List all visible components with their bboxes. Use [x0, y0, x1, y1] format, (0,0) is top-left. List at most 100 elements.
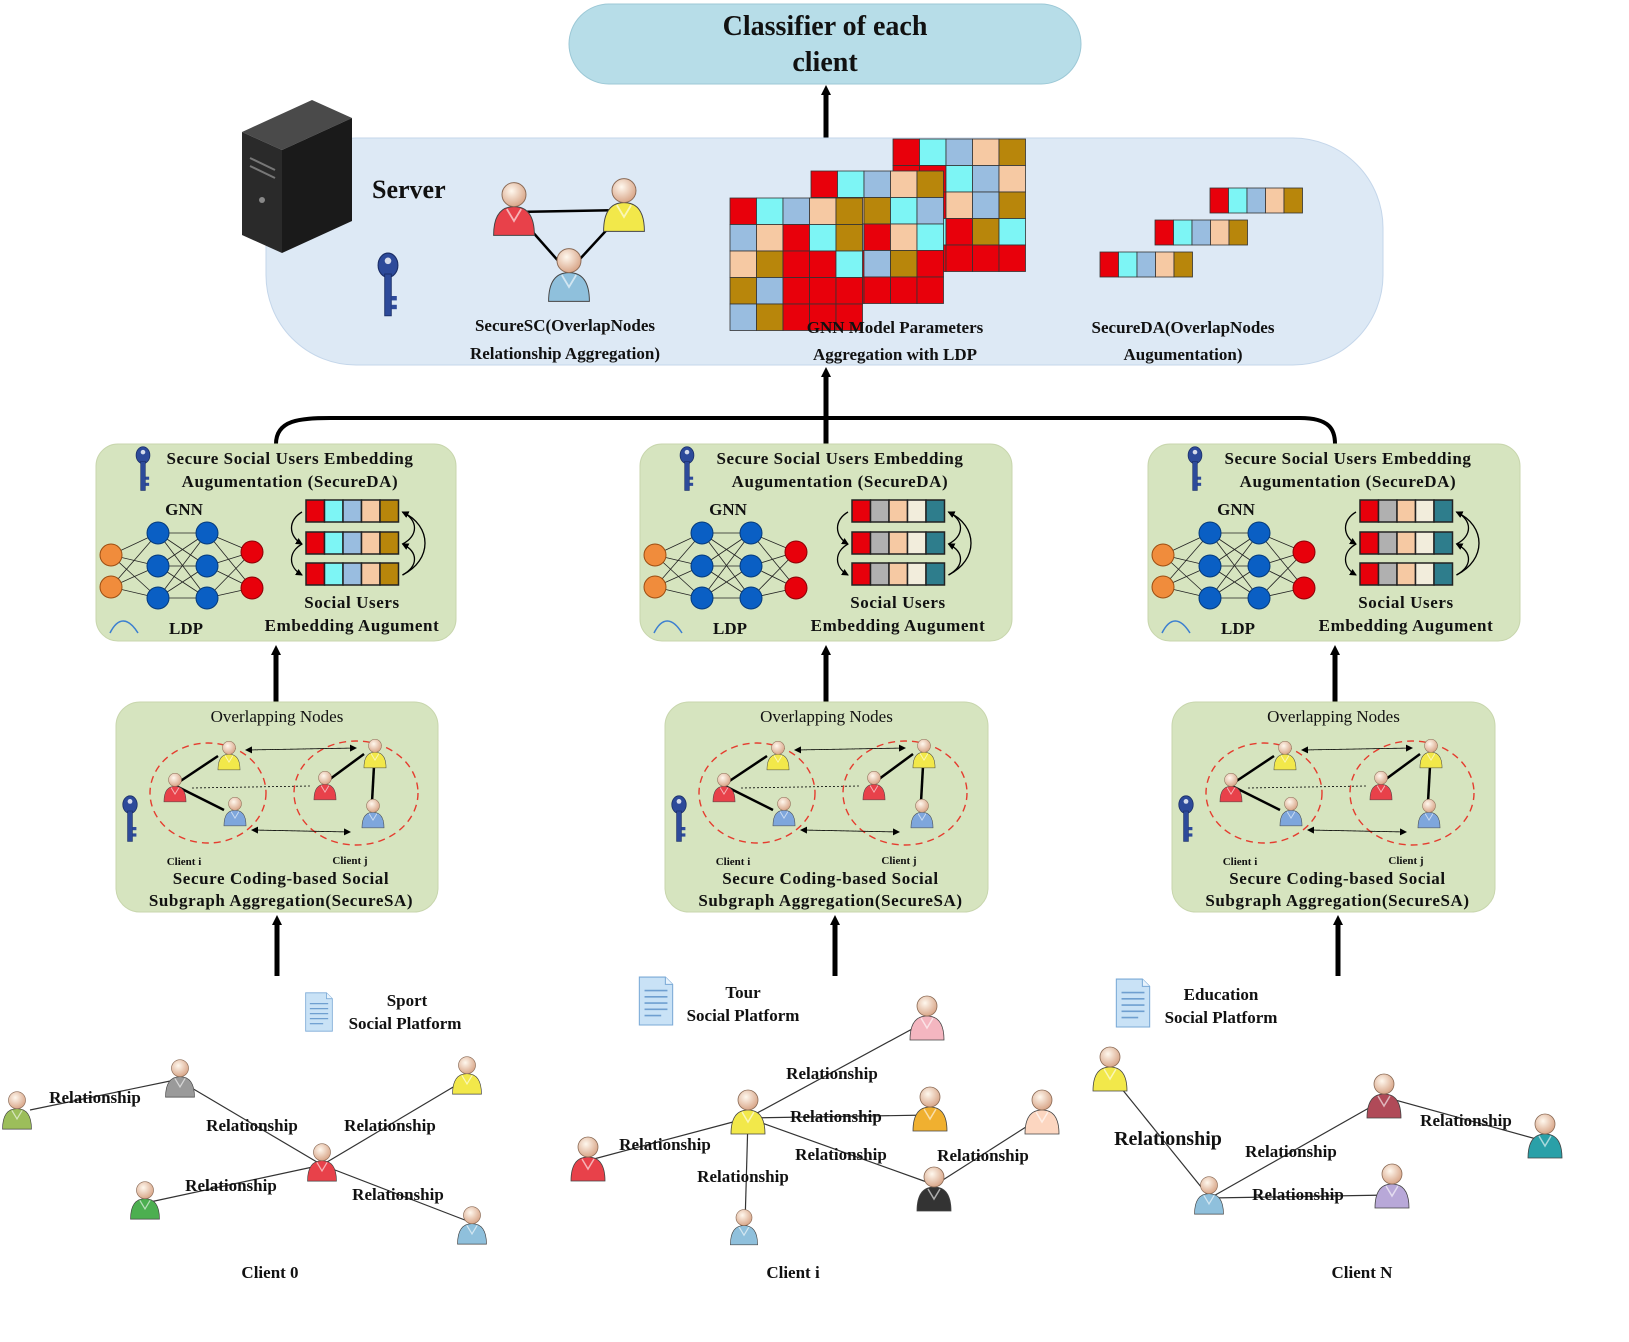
person-icon: [1366, 1073, 1402, 1119]
vector-cell: [1377, 562, 1398, 586]
vector-cell: [342, 499, 363, 523]
vector-cell: [379, 531, 400, 555]
matrix-cell: [809, 224, 837, 252]
vector-cell: [360, 531, 381, 555]
mapping-arrow: [800, 826, 900, 834]
panel-background: [115, 701, 439, 913]
ldp-label: LDP: [1221, 619, 1255, 638]
vector-cell: [1191, 219, 1211, 246]
ldp-label: LDP: [169, 619, 203, 638]
vector-cell: [360, 562, 381, 586]
matrix-cell: [863, 223, 891, 251]
matrix-cell: [729, 303, 757, 331]
relationship-edge: [1394, 1099, 1541, 1141]
matrix-cell: [835, 277, 863, 305]
output-node: [784, 576, 808, 600]
hidden-node: [739, 521, 763, 545]
vector-cell: [1228, 219, 1248, 246]
client-column-2: Secure Social Users EmbeddingAugumentati…: [1147, 443, 1521, 976]
matrix-cell: [892, 138, 920, 166]
secureda-vectors: [1099, 187, 1303, 278]
platform-name: Education: [1184, 985, 1259, 1004]
augment-arrow: [1455, 511, 1480, 576]
matrix-cell: [863, 197, 891, 225]
relationship-label: Relationship: [937, 1146, 1029, 1165]
matrix-cell: [998, 165, 1026, 193]
relationship-edge: [747, 1117, 936, 1186]
gnn-label: GNN: [709, 500, 748, 519]
matrix-cell: [919, 138, 947, 166]
panel-background: [95, 443, 457, 642]
relationship-label: Relationship: [1252, 1185, 1344, 1204]
hidden-node: [146, 586, 170, 610]
relationship-label: Relationship: [790, 1107, 882, 1126]
overlapping-nodes-heading: Overlapping Nodes: [211, 707, 344, 726]
relationship-label: Relationship: [185, 1176, 277, 1195]
matrix-cell: [835, 303, 863, 331]
relationship-edge: [1209, 1099, 1384, 1199]
output-node: [1292, 540, 1316, 564]
subgraph-title-line2: Subgraph Aggregation(SecureSA): [149, 891, 413, 910]
parameter-matrix: [729, 197, 863, 331]
embedding-title-line1: Secure Social Users Embedding: [1224, 449, 1471, 468]
vector-cell: [1265, 187, 1285, 214]
noise-curve-icon: [653, 620, 683, 634]
vector-cell: [888, 562, 909, 586]
gnn-network: [99, 521, 264, 610]
relationship-edge: [29, 1079, 176, 1111]
hidden-node: [1198, 521, 1222, 545]
edge: [325, 752, 365, 784]
server-icon: [242, 100, 352, 253]
vector-cell: [305, 499, 326, 523]
vector-cell: [851, 562, 872, 586]
gnn-aggregation-label-line1: GNN Model Parameters: [807, 318, 984, 337]
noise-curve-icon: [1161, 620, 1191, 634]
person-icon: [164, 1059, 196, 1098]
matrix-cell: [890, 276, 918, 304]
matrix-cell: [809, 303, 837, 331]
edge: [175, 754, 219, 786]
client-j-tag: Client j: [332, 855, 367, 867]
embedding-title-line1: Secure Social Users Embedding: [716, 449, 963, 468]
overlapping-nodes-heading: Overlapping Nodes: [1267, 707, 1400, 726]
nn-edge: [1209, 532, 1260, 599]
secureda-label-line2: Augumentation): [1123, 345, 1242, 364]
relationship-edge: [744, 1117, 749, 1226]
mapping-arrow: [251, 826, 351, 834]
augment-label-line2: Embedding Augument: [265, 616, 440, 635]
person-icon: [1092, 1046, 1128, 1092]
matrix-cell: [890, 250, 918, 278]
securesc-label-line1: SecureSC(OverlapNodes: [475, 316, 655, 335]
input-node: [99, 543, 123, 567]
relationship-edge: [589, 1117, 749, 1161]
relationship-edge: [184, 1083, 323, 1166]
relationship-label: Relationship: [619, 1135, 711, 1154]
vector-cell: [925, 562, 946, 586]
matrix-cell: [998, 244, 1026, 272]
relationship-edge: [747, 1114, 931, 1119]
edge: [724, 754, 768, 786]
vector-cell: [1136, 251, 1156, 278]
matrix-cell: [972, 138, 1000, 166]
edge: [919, 765, 925, 803]
gnn-network: [643, 521, 808, 610]
matrix-cell: [756, 224, 784, 252]
document-icon: [638, 976, 674, 1026]
vector-cell: [1433, 531, 1454, 555]
vector-cell: [1210, 219, 1230, 246]
client-j-region: [1349, 740, 1475, 846]
relationship-label: Relationship: [1420, 1111, 1512, 1130]
matrix-cell: [916, 276, 944, 304]
matrix-cell: [729, 250, 757, 278]
relationship-label: Relationship: [206, 1116, 298, 1135]
matrix-cell: [756, 303, 784, 331]
vector-cell: [305, 562, 326, 586]
hidden-node: [690, 586, 714, 610]
client-i-tag: Client i: [716, 856, 751, 868]
output-node: [784, 540, 808, 564]
vector-cell: [906, 562, 927, 586]
vector-cell: [1209, 187, 1229, 214]
